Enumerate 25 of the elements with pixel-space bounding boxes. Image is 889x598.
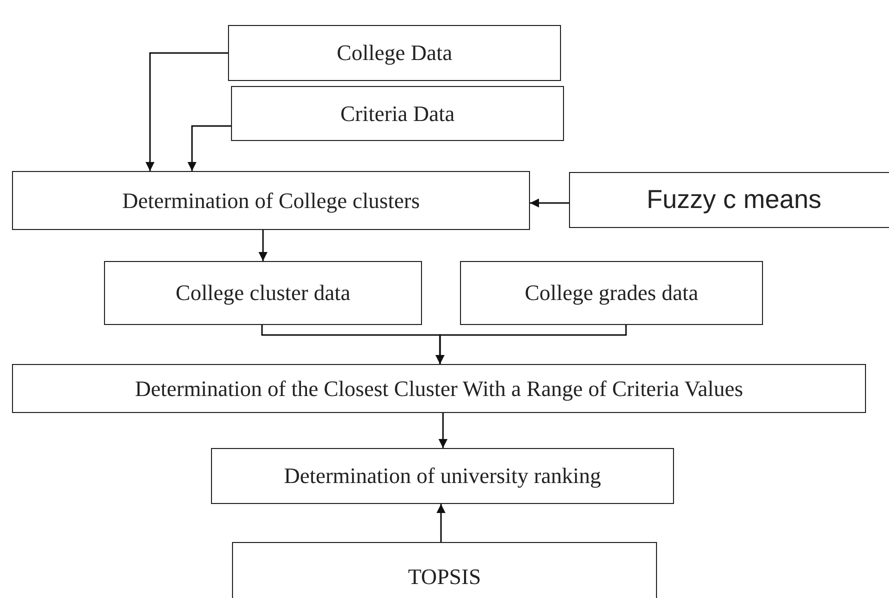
process-box <box>228 25 561 81</box>
box-label: Determination of College clusters <box>122 188 420 214</box>
process-box <box>211 448 674 504</box>
box-label: Determination of the Closest Cluster With a Range of Criteria Values <box>134 376 744 402</box>
process-box <box>231 86 564 141</box>
box-label: Determination of university ranking <box>284 463 602 489</box>
arrow <box>436 325 627 364</box>
box-label: Fuzzy c means <box>646 185 822 215</box>
process-box <box>104 261 422 325</box>
box-label: College grades data <box>524 280 698 306</box>
box-label: College Data <box>336 40 452 66</box>
process-box <box>460 261 763 325</box>
process-box <box>12 171 530 230</box>
box-label: TOPSIS <box>408 564 481 590</box>
process-box <box>232 542 657 598</box>
arrow <box>188 125 231 171</box>
process-box <box>12 364 866 413</box>
arrow <box>258 230 268 261</box>
arrow <box>436 504 446 542</box>
box-label: College cluster data <box>176 280 350 306</box>
arrow <box>146 52 228 171</box>
arrow <box>530 198 569 208</box>
arrow <box>438 413 448 448</box>
process-box <box>569 172 889 228</box>
box-label: Criteria Data <box>340 100 455 126</box>
